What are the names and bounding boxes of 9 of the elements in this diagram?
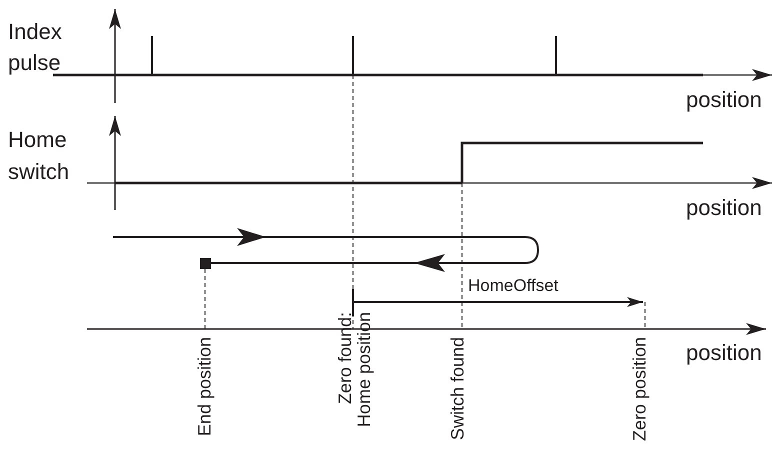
offset-label: HomeOffset <box>468 277 558 295</box>
signal-label: Index pulse <box>8 18 63 77</box>
axis-label: position <box>686 196 762 220</box>
axis-label: position <box>686 88 762 112</box>
position-label: Zero position <box>630 337 650 442</box>
signal-label: Home switch <box>8 126 70 186</box>
position-label: Switch found <box>448 337 468 440</box>
position-label: End position <box>196 337 214 436</box>
axis-label: position <box>686 341 762 365</box>
